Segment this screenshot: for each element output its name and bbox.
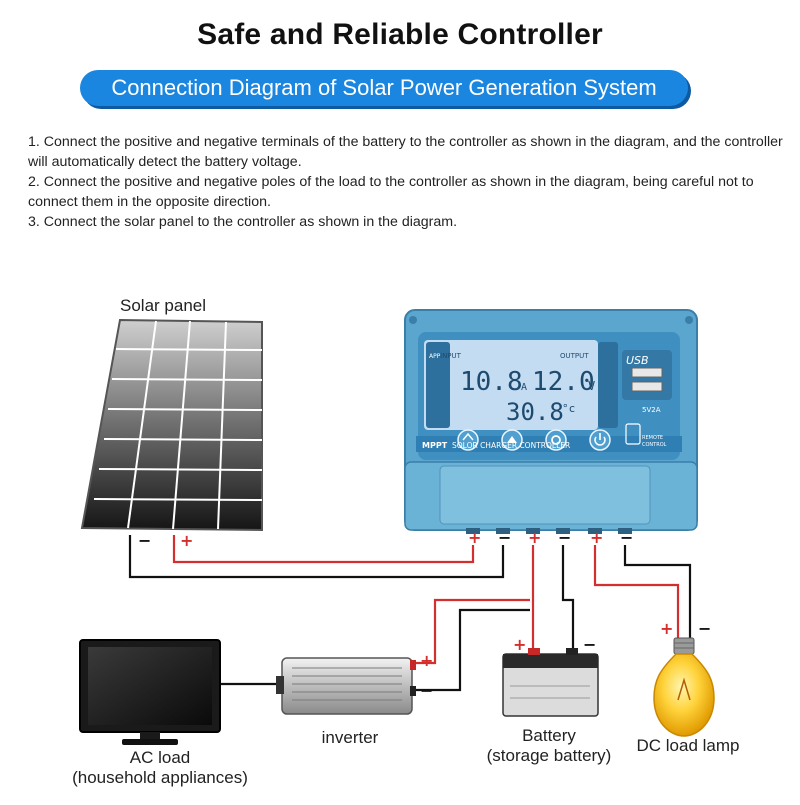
subtitle-banner: Connection Diagram of Solar Power Genera… <box>80 70 694 108</box>
remote-label-1: REMOTE <box>642 435 663 441</box>
label-ac-load-line2: (household appliances) <box>72 768 248 787</box>
solar-positive-sign: + <box>180 531 193 550</box>
wire-solar-negative <box>128 535 505 579</box>
solar-negative-sign: − <box>138 531 151 550</box>
lcd-input-label: INPUT <box>440 352 462 360</box>
terminal-solar-plus: + <box>468 528 481 547</box>
label-battery-line1: Battery <box>522 726 576 745</box>
battery-plus-sign: + <box>513 635 526 654</box>
lamp-plus-sign: + <box>660 619 673 638</box>
wire-inverter-negative <box>414 608 530 692</box>
lcd-current-unit: A <box>521 382 527 393</box>
connection-diagram: INPUT OUTPUT 10.8 A 12.0 V 30.8 °c APP M… <box>0 240 800 800</box>
solar-panel <box>80 318 263 532</box>
label-solar-panel: Solar panel <box>120 296 207 315</box>
charge-controller <box>404 309 698 534</box>
wire-load-positive <box>593 545 680 640</box>
inverter-plus-sign: + <box>420 651 433 670</box>
wire-load-negative <box>623 545 692 640</box>
usb-label: USB <box>626 354 649 367</box>
controller-brand: MPPT <box>422 441 448 450</box>
wire-inverter-positive <box>414 598 530 665</box>
phone-icon <box>625 423 641 445</box>
lcd-voltage-unit: V <box>588 379 595 393</box>
wire-battery-negative <box>561 545 575 652</box>
label-ac-load: AC load (household appliances) <box>60 748 260 788</box>
lcd-current-value: 10.8 <box>460 367 523 397</box>
terminal-solar-minus: − <box>498 528 511 547</box>
dc-load-lamp <box>653 637 715 737</box>
label-dc-load-lamp: DC load lamp <box>636 736 740 755</box>
label-ac-load-line1: AC load <box>129 748 191 767</box>
wire-solar-positive <box>172 535 475 564</box>
lcd-voltage-value: 12.0 <box>532 367 595 397</box>
lcd-output-label: OUTPUT <box>560 352 589 360</box>
terminal-load-plus: + <box>590 528 603 547</box>
lcd-temperature-value: 30.8 <box>506 398 564 426</box>
terminal-battery-plus: + <box>528 528 541 547</box>
usb-spec: 5V2A <box>642 406 661 414</box>
inverter <box>276 657 416 715</box>
instruction-step-1: 1. Connect the positive and negative ter… <box>28 134 783 170</box>
lcd-screen <box>424 340 598 430</box>
diagram-svg: INPUT OUTPUT 10.8 A 12.0 V 30.8 °c APP M… <box>79 309 715 745</box>
inverter-minus-sign: − <box>420 681 433 700</box>
label-battery: Battery (storage battery) <box>474 726 624 766</box>
lcd-app-label: APP <box>429 353 441 360</box>
instruction-step-2: 2. Connect the positive and negative pol… <box>28 174 754 210</box>
remote-label-2: CONTROL <box>642 442 667 448</box>
settings-button <box>545 429 567 451</box>
instruction-list: 1. Connect the positive and negative ter… <box>28 132 788 232</box>
terminal-battery-minus: − <box>558 528 571 547</box>
lcd-temperature-unit: °c <box>562 402 575 415</box>
menu-button <box>457 429 479 451</box>
instruction-step-3: 3. Connect the solar panel to the contro… <box>28 214 458 230</box>
controller-name: SOLOR CHARGER CONTROLLER <box>452 441 570 450</box>
lamp-minus-sign: − <box>698 619 711 638</box>
battery-minus-sign: − <box>583 635 596 654</box>
page-title: Safe and Reliable Controller <box>197 18 603 51</box>
battery <box>502 648 599 717</box>
subtitle-text: Connection Diagram of Solar Power Genera… <box>80 70 688 106</box>
ac-load-monitor <box>79 639 221 745</box>
usb-port-2 <box>631 381 663 392</box>
terminal-load-minus: − <box>620 528 633 547</box>
label-battery-line2: (storage battery) <box>486 746 612 765</box>
label-inverter: inverter <box>321 728 379 747</box>
usb-port-1 <box>631 367 663 378</box>
